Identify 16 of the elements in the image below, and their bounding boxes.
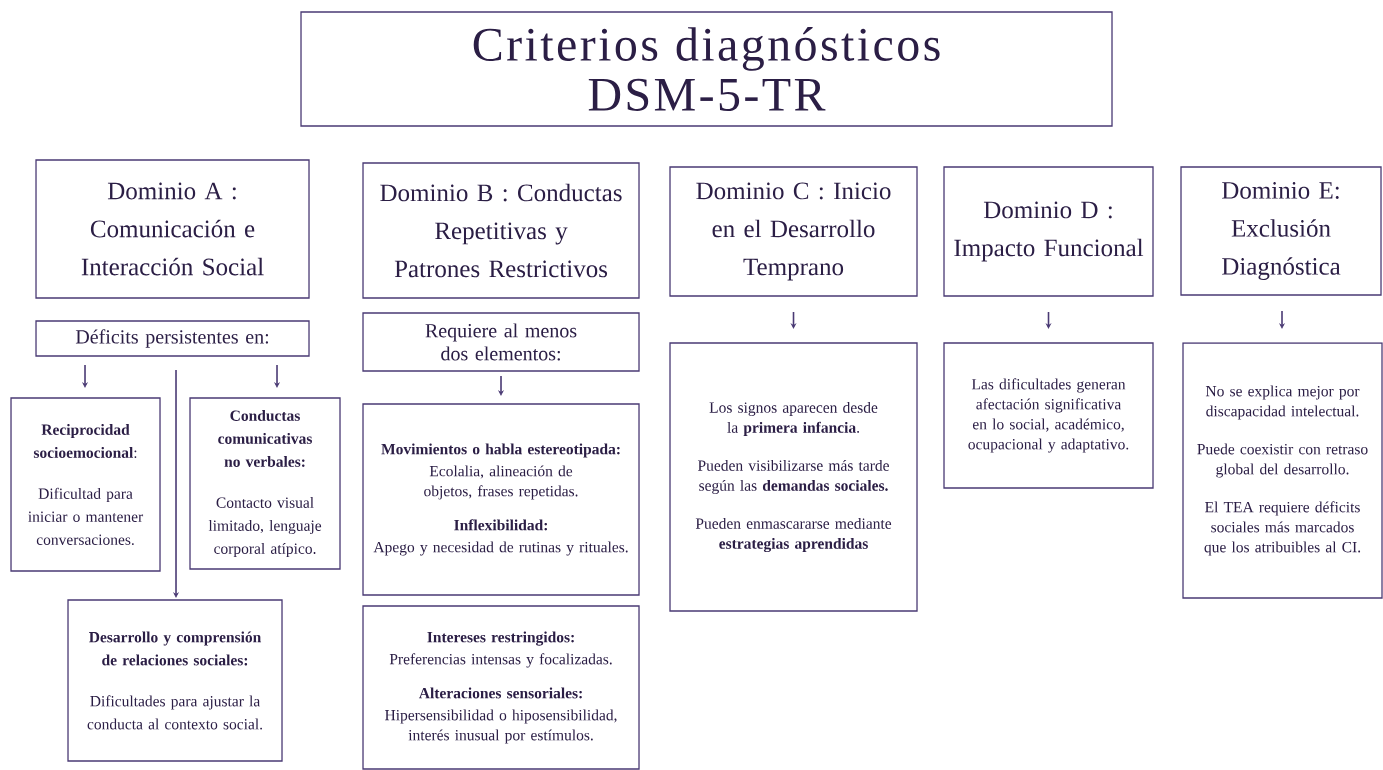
domain-box: Dominio D : Impacto Funcional [943, 166, 1154, 297]
criterion-box: Desarrollo y comprensión de relaciones sociales: Dificultades para ajustar la conducta al contexto social. [67, 599, 283, 762]
criterion-box: Los signos aparecen desde la primera infancia. Pueden visibilizarse más tarde según las demandas sociales. Pueden enmascararse mediante estrategias aprendidas [669, 342, 918, 612]
criterion-box: No se explica mejor por discapacidad intelectual. Puede coexistir con retraso global del desarrollo. El TEA requiere déficits sociales más marcados que los atribuibles al CI. [1182, 342, 1383, 599]
criterion-box: Intereses restringidos: Preferencias intensas y focalizadas. Alteraciones sensoriales: Hipersensibilidad o hiposensibilidad, interés inusual por estímulos. [362, 605, 640, 770]
subheading-box: Requiere al menos dos elementos: [362, 312, 640, 372]
criterion-box: Movimientos o habla estereotipada: Ecolalia, alineación de objetos, frases repetidas. Inflexibilidad: Apego y necesidad de rutinas y rituales. [362, 403, 640, 596]
criterion-box: Las dificultades generan afectación significativa en lo social, académico, ocupacional y adaptativo. [943, 342, 1154, 489]
domain-box: Dominio E: Exclusión Diagnóstica [1180, 166, 1382, 296]
domain-box: Dominio A : Comunicación e Interacción Social [35, 159, 310, 299]
criterion-box: Conductas comunicativas no verbales: Contacto visual limitado, lenguaje corporal atípico. [189, 397, 341, 570]
title-box: Criterios diagnósticos DSM-5-TR [300, 11, 1113, 127]
domain-box: Dominio B : Conductas Repetitivas y Patrones Restrictivos [362, 162, 640, 299]
domain-box: Dominio C : Inicio en el Desarrollo Temprano [669, 166, 918, 297]
subheading-box: Déficits persistentes en: [35, 320, 310, 357]
criterion-box: Reciprocidad socioemocional: Dificultad para iniciar o mantener conversaciones. [10, 397, 161, 572]
